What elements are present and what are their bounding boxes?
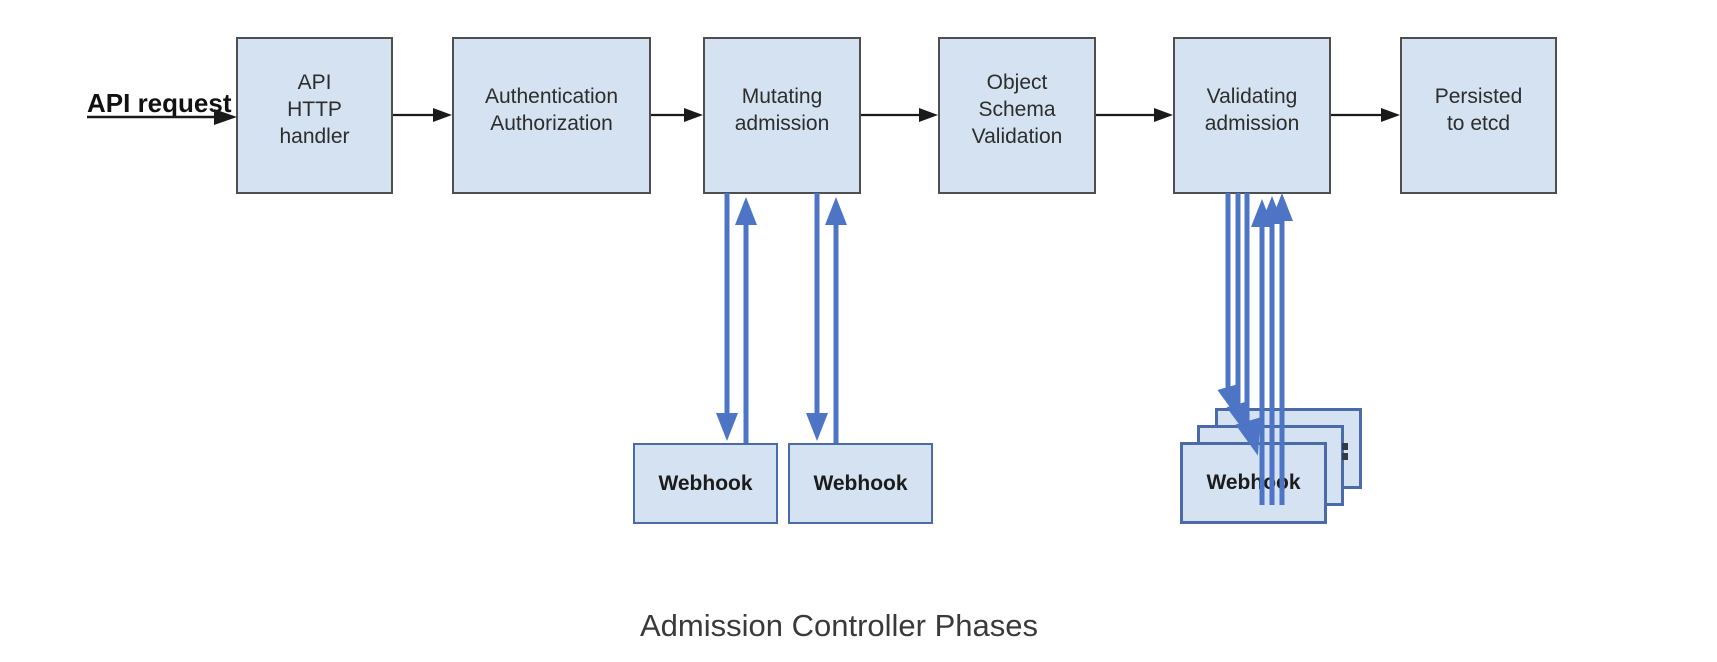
phase-box-persisted-to-etcd: Persisted to etcd — [1400, 37, 1557, 194]
mutating-webhook-box-1: Webhook — [633, 443, 778, 524]
phase-box-mutating-admission: Mutating admission — [703, 37, 861, 194]
phase-box-authentication-authorization: Authentication Authorization — [452, 37, 651, 194]
arrow-mutating-webhook1-down — [716, 193, 738, 441]
phase-box-validating-admission: Validating admission — [1173, 37, 1331, 194]
arrow-mutating-webhook2-down — [806, 193, 828, 441]
phase-box-object-schema-validation: Object Schema Validation — [938, 37, 1096, 194]
arrow-schema-to-validating — [1096, 108, 1173, 122]
clipped-text-fragment — [1342, 453, 1348, 460]
arrow-mutating-webhook1-up — [735, 197, 757, 443]
arrow-mutating-to-schema — [861, 108, 938, 122]
arrow-handler-to-auth — [393, 108, 452, 122]
validating-webhook-box-front: Webhook — [1180, 442, 1327, 524]
arrow-mutating-webhook2-up — [825, 197, 847, 443]
arrow-validating-to-etcd — [1331, 108, 1400, 122]
clipped-text-fragment — [1342, 443, 1348, 450]
phase-box-api-http-handler: API HTTP handler — [236, 37, 393, 194]
mutating-webhook-box-2: Webhook — [788, 443, 933, 524]
arrow-auth-to-mutating — [651, 108, 703, 122]
diagram-caption: Admission Controller Phases — [639, 608, 1039, 643]
api-request-label: API request — [87, 88, 232, 118]
